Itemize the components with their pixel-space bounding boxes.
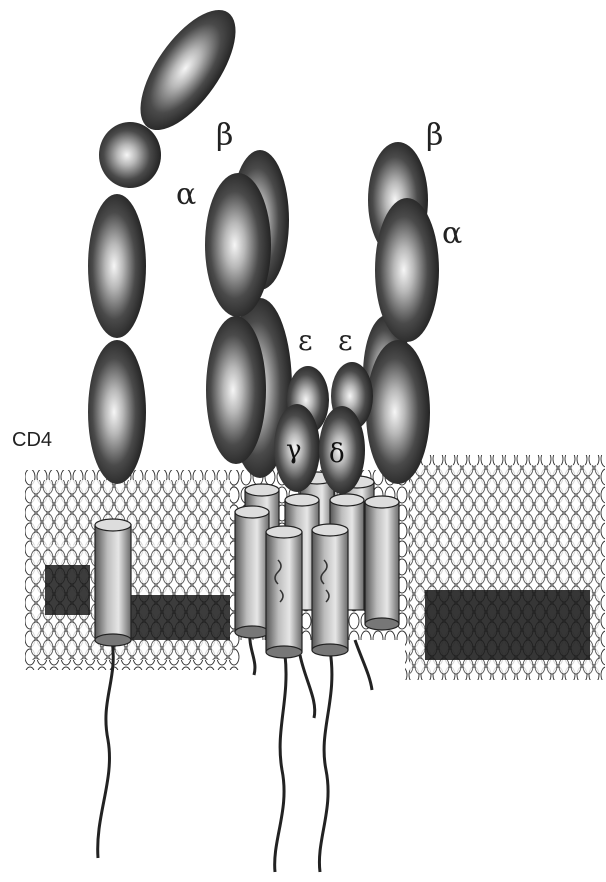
gamma-label: γ (286, 435, 302, 465)
membrane-core-shadow (425, 590, 590, 660)
membrane-right (405, 455, 605, 680)
alpha-label-right: α (442, 216, 462, 251)
membrane-left (25, 470, 240, 670)
cd4-label: CD4 (12, 429, 52, 451)
alpha-constant-left (206, 316, 266, 464)
tail-small-2 (300, 655, 315, 718)
alpha-variable-right (375, 198, 439, 342)
membrane-core-shadow (130, 595, 230, 640)
delta-label: δ (329, 439, 345, 469)
tail-small-3 (355, 640, 372, 690)
cd4-domain-d4 (88, 340, 146, 484)
epsilon-label-right: ε (338, 324, 353, 357)
cd4-domain-d3 (88, 194, 146, 338)
alpha-variable-left (205, 173, 271, 317)
epsilon-label-left: ε (298, 324, 313, 357)
membrane-core-shadow (45, 565, 90, 615)
cd4-domain-d2 (99, 122, 161, 188)
cd4-tail (98, 640, 114, 858)
zeta-tail-left (275, 655, 286, 872)
tcr-alpha-beta-right (363, 142, 439, 484)
cd4-transmembrane (95, 519, 131, 646)
zeta-tail-right (319, 650, 332, 872)
alpha-constant-right (366, 340, 430, 484)
beta-label-right: β (426, 118, 443, 153)
beta-label-left: β (216, 118, 233, 153)
alpha-label-left: α (176, 177, 196, 212)
cd4-domain-d1 (122, 0, 253, 145)
